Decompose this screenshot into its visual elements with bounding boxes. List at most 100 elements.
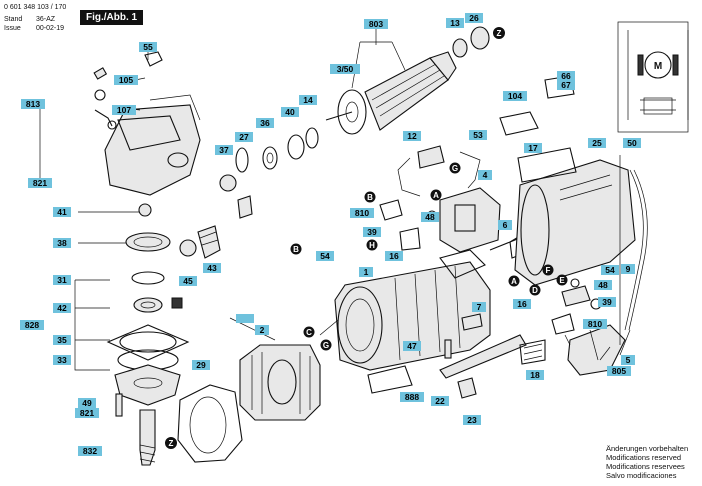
part-number-label: 49 — [78, 398, 96, 408]
handle-cover — [514, 159, 636, 286]
part-number-label: 832 — [78, 446, 102, 456]
part-number-label: 43 — [203, 263, 221, 273]
connection-callout: H — [366, 239, 378, 251]
part-number-label: 26 — [465, 13, 483, 23]
part-number-label: 17 — [524, 143, 542, 153]
figure-label: Fig./Abb. 1 — [80, 10, 144, 25]
gear-housing — [93, 51, 201, 196]
modification-notice: Änderungen vorbehalten Modifications res… — [606, 444, 688, 480]
part-number-text: 105 — [119, 75, 133, 85]
part-number-text: 31 — [57, 275, 67, 285]
part-number-text: 43 — [207, 263, 217, 273]
part-number-label: 7 — [472, 302, 486, 312]
part-number-text: 50 — [627, 138, 637, 148]
part-number-text: 38 — [57, 238, 67, 248]
part-number-label: 810 — [583, 319, 607, 329]
part-number-text: 12 — [407, 131, 417, 141]
connection-callout: B — [364, 191, 376, 203]
part-number-text: 810 — [355, 208, 369, 218]
part-number-text: 813 — [26, 99, 40, 109]
part-number-text: 29 — [196, 360, 206, 370]
fan-guard — [177, 384, 243, 463]
connection-callout: C — [303, 326, 315, 338]
part-number-label: 821 — [75, 408, 99, 418]
drawing-header: 0 601 348 103 / 170 Stand Issue 36-AZ 00… — [0, 0, 240, 40]
part-number-text: 5 — [626, 355, 631, 365]
part-number-text: 17 — [528, 143, 538, 153]
part-number-label: 1 — [359, 267, 373, 277]
part-number-label: 48 — [594, 280, 612, 290]
callout-letter: B — [293, 245, 299, 254]
part-number-text: 27 — [239, 132, 249, 142]
switch-small-parts — [551, 278, 602, 346]
callout-letter: G — [452, 164, 458, 173]
part-number-text: 1 — [364, 267, 369, 277]
part-number-label: 13 — [446, 18, 464, 28]
armature — [325, 26, 490, 135]
part-number-text: 47 — [407, 341, 417, 351]
notice-line: Salvo modificaciones — [606, 471, 677, 480]
gear-parts — [179, 127, 319, 259]
part-number-text: 53 — [473, 130, 483, 140]
issue-label: Issue — [4, 25, 21, 32]
part-number-text: 41 — [57, 207, 67, 217]
part-number: 0 601 348 103 / 170 — [4, 4, 67, 11]
part-number-label: 2 — [255, 325, 269, 335]
part-number-label: 39 — [363, 227, 381, 237]
part-number-label: 810 — [350, 208, 374, 218]
part-number-label: 23 — [463, 415, 481, 425]
part-number-text: 104 — [508, 91, 522, 101]
part-number-text: 13 — [450, 18, 460, 28]
part-number-text: 54 — [320, 251, 330, 261]
part-number-label: 813 — [21, 99, 45, 109]
part-number-label: 803 — [364, 19, 388, 29]
part-number-text: 2 — [260, 325, 265, 335]
part-number-text: 26 — [469, 13, 479, 23]
part-number-label: 9 — [621, 264, 635, 274]
part-number-text: 39 — [367, 227, 377, 237]
stand-label: Stand — [4, 16, 23, 23]
part-number-label: 37 — [215, 145, 233, 155]
connection-callout: F — [542, 264, 554, 276]
part-number-text: 48 — [425, 212, 435, 222]
part-number-label: 35 — [53, 335, 71, 345]
part-number-text: 821 — [80, 408, 94, 418]
part-number-text: 810 — [588, 319, 602, 329]
part-number-text: 828 — [25, 320, 39, 330]
svg-text:M: M — [654, 61, 662, 72]
part-number-text: 14 — [303, 95, 313, 105]
part-number-text: 49 — [82, 398, 92, 408]
part-number-text: 3/50 — [337, 64, 354, 74]
part-number-label: 48 — [421, 212, 439, 222]
highlight-marker — [236, 314, 254, 323]
part-number-text: 9 — [626, 264, 631, 274]
revision-code: 36-AZ — [36, 16, 56, 23]
part-number-text: 4 — [483, 170, 488, 180]
part-number-text: 6 — [503, 220, 508, 230]
callout-letter: E — [559, 276, 565, 285]
connection-callout: G — [449, 162, 461, 174]
callout-letter: C — [306, 328, 312, 337]
brush-holder — [379, 145, 501, 253]
part-number-label: 36 — [256, 118, 274, 128]
part-number-label: 14 — [299, 95, 317, 105]
part-number-label: 54 — [316, 251, 334, 261]
part-number-label: 828 — [20, 320, 44, 330]
connection-callout: Z — [165, 437, 177, 449]
part-number-text: 805 — [612, 366, 626, 376]
part-number-label: 22 — [431, 396, 449, 406]
part-number-label: 805 — [607, 366, 631, 376]
part-number-label: 821 — [28, 178, 52, 188]
part-number-text: 888 — [405, 392, 419, 402]
part-number-text: 821 — [33, 178, 47, 188]
part-number-label: 39 — [598, 297, 616, 307]
part-number-text: 39 — [602, 297, 612, 307]
part-number-text: 66 — [561, 71, 571, 81]
part-number-label: 38 — [53, 238, 71, 248]
part-number-label: 16 — [385, 251, 403, 261]
label-sheets — [367, 75, 577, 394]
part-number-text: 55 — [143, 42, 153, 52]
part-number-label: 53 — [469, 130, 487, 140]
